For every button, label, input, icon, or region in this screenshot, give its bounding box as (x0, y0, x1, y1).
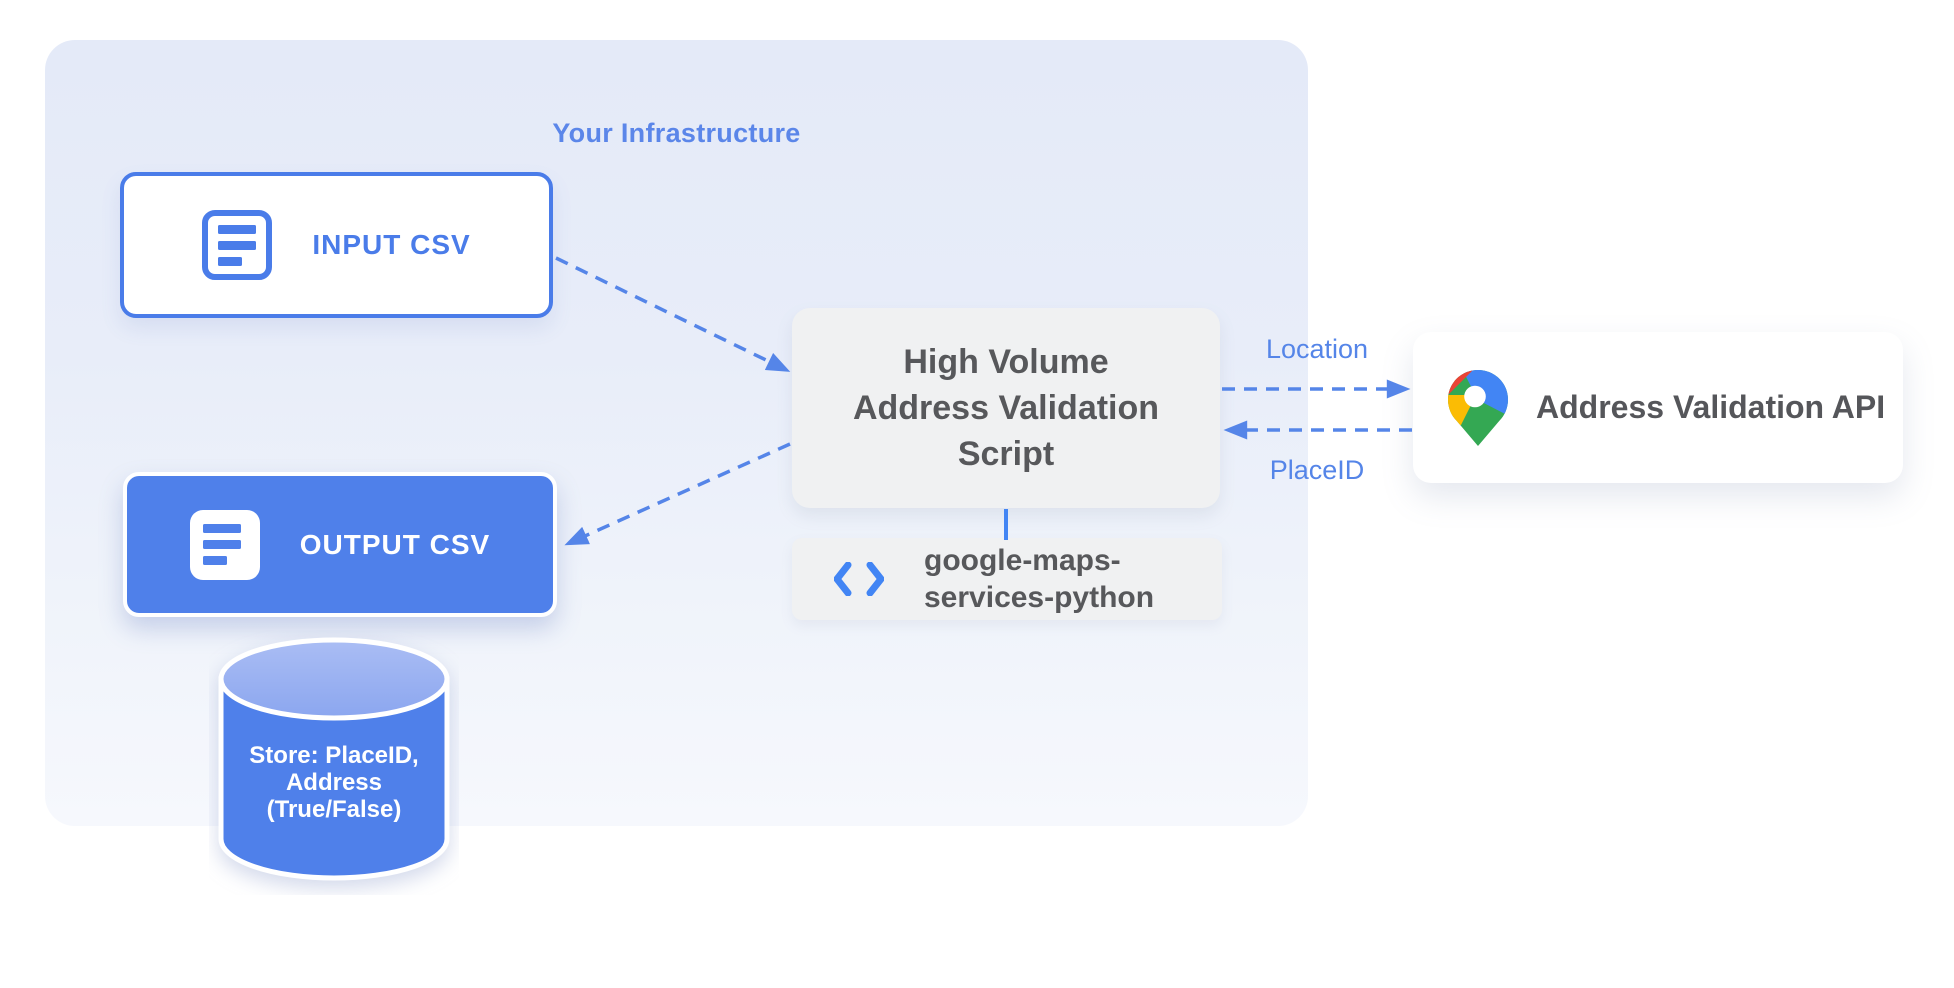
node-input-csv: INPUT CSV (120, 172, 553, 318)
datastore-label: Store: PlaceID, Address (True/False) (249, 742, 419, 823)
node-output-csv: OUTPUT CSV (123, 472, 557, 617)
database-cylinder-icon (218, 637, 450, 881)
code-icon (834, 562, 884, 596)
input-csv-label: INPUT CSV (312, 229, 471, 260)
node-validation-script: High Volume Address Validation Script (792, 308, 1220, 508)
document-icon (202, 210, 273, 280)
edge-label-location: Location (1265, 334, 1369, 364)
library-label: google-maps- services-python (924, 544, 1155, 614)
node-address-validation-api: Address Validation API (1413, 332, 1903, 483)
api-label: Address Validation API (1536, 389, 1886, 425)
node-datastore-cylinder: Store: PlaceID, Address (True/False) (209, 630, 459, 895)
edge-label-placeid: PlaceID (1269, 455, 1365, 485)
infrastructure-title: Your Infrastructure (552, 118, 801, 148)
node-library: google-maps- services-python (792, 538, 1222, 620)
validation-script-label: High Volume Address Validation Script (852, 343, 1160, 473)
google-maps-pin-icon (1448, 369, 1508, 446)
output-csv-label: OUTPUT CSV (299, 528, 491, 560)
document-icon (189, 509, 260, 580)
